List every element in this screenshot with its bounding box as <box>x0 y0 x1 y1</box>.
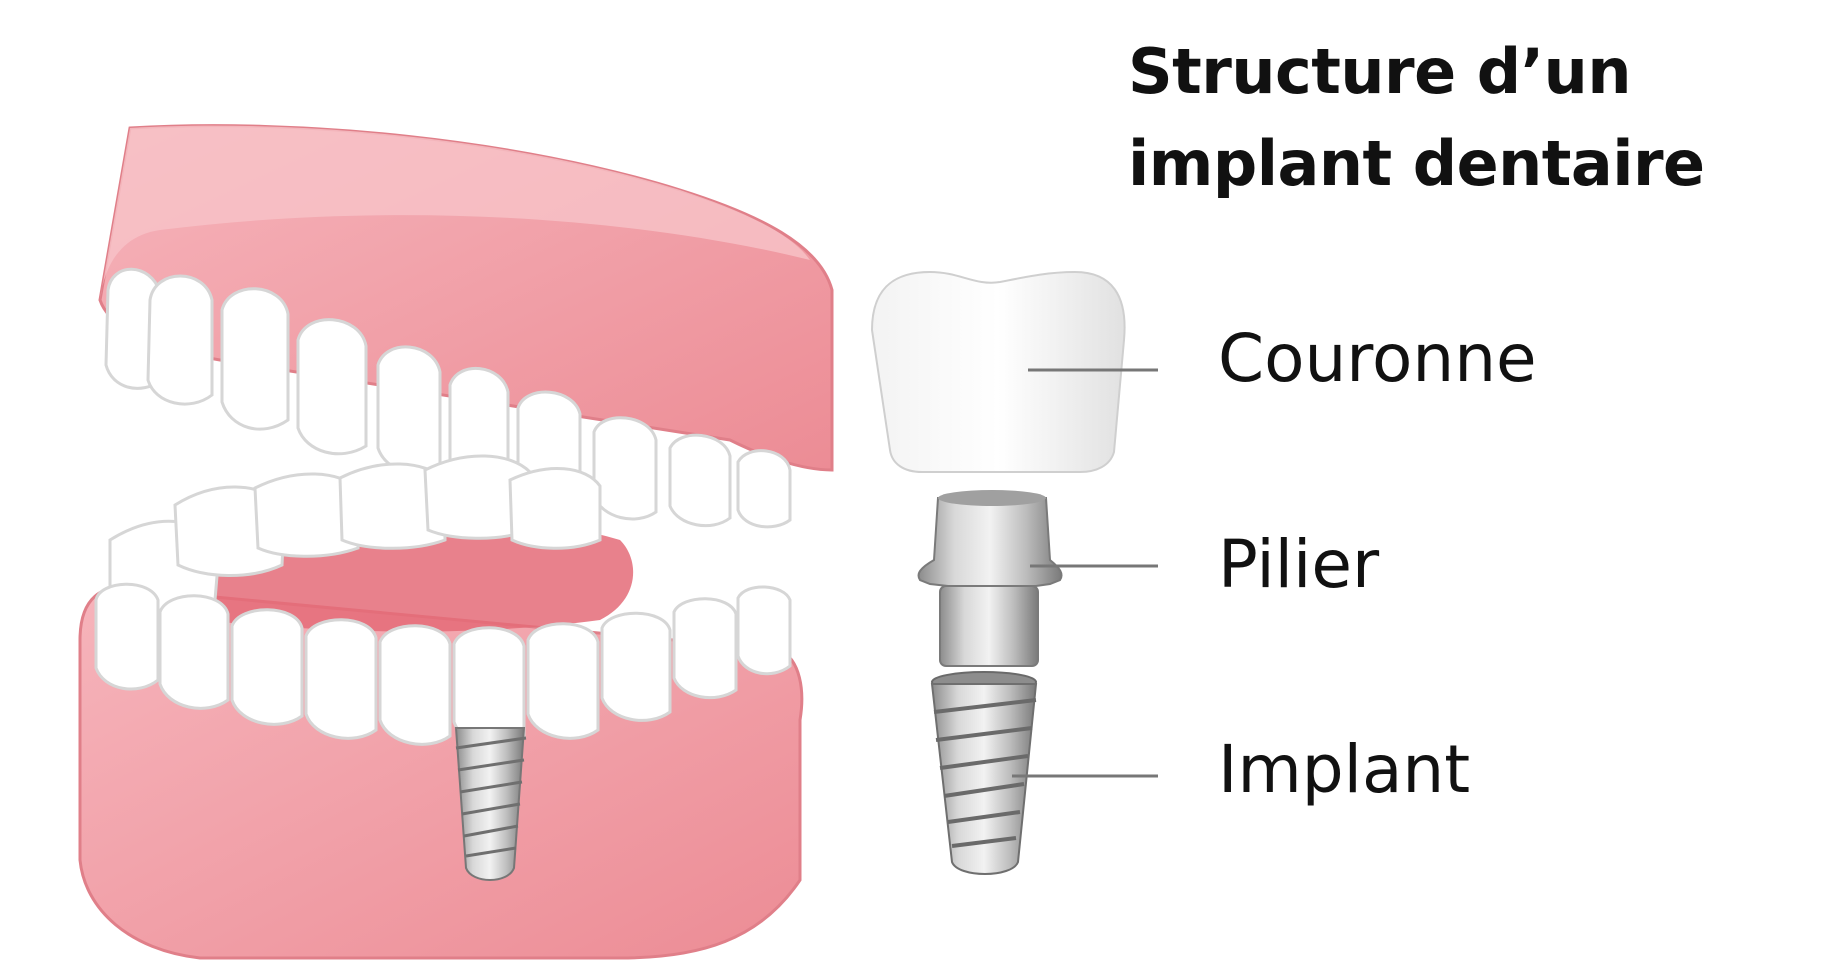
lower-jaw <box>78 454 804 960</box>
implant-screw-illustration <box>930 671 1038 875</box>
label-couronne: Couronne <box>1218 320 1537 397</box>
label-pilier: Pilier <box>1218 526 1380 603</box>
jaw-implant <box>454 727 527 881</box>
upper-jaw <box>98 124 834 529</box>
title-line-1: Structure d’un <box>1128 35 1631 108</box>
diagram-title: Structure d’un implant dentaire <box>1128 26 1705 210</box>
title-line-2: implant dentaire <box>1128 127 1705 200</box>
abutment-illustration <box>917 490 1063 667</box>
label-implant: Implant <box>1218 731 1471 808</box>
crown-illustration <box>870 270 1126 473</box>
